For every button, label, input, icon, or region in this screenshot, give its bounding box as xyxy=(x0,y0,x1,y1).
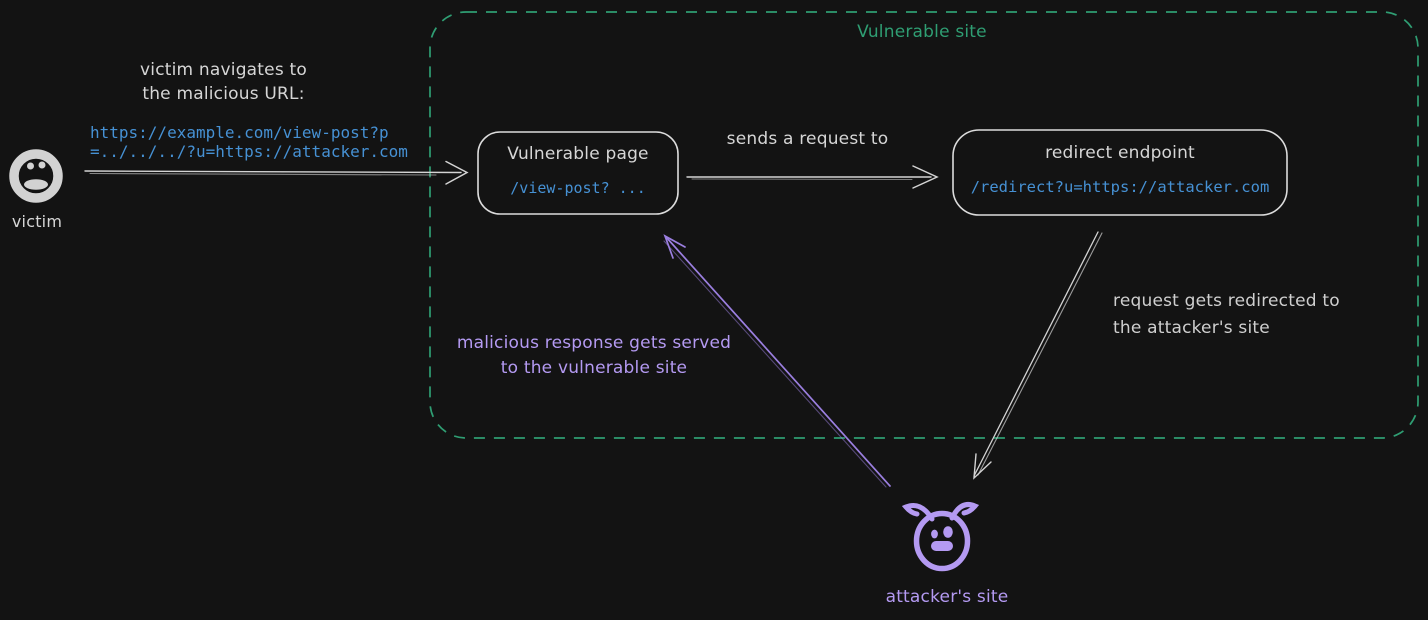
redirect-endpoint-title: redirect endpoint xyxy=(1045,143,1195,163)
redirect-endpoint-path: /redirect?u=https://attacker.com xyxy=(970,178,1270,196)
victim-icon xyxy=(9,149,63,203)
vulnerable-page-box xyxy=(477,131,679,215)
arrow-head xyxy=(663,234,686,259)
malicious-url-text: https://example.com/view-post?p =../../.… xyxy=(90,123,408,161)
arrow-victim-to-page xyxy=(84,160,469,185)
attacker-devil-icon xyxy=(901,502,980,572)
right-horn xyxy=(949,502,980,521)
arrow-attacker-to-page xyxy=(663,234,891,488)
arrow-head xyxy=(912,165,939,189)
attacker-site-label: attacker's site xyxy=(885,587,1009,607)
arrow-head xyxy=(973,453,992,480)
arrow-redirect-to-attacker xyxy=(973,231,1103,480)
redirect-endpoint-box xyxy=(952,129,1288,216)
vulnerable-site-label: Vulnerable site xyxy=(857,22,987,42)
arrow-head xyxy=(445,160,469,185)
redirect-note: request gets redirected to the attacker'… xyxy=(1113,291,1340,338)
sends-request-note: sends a request to xyxy=(726,129,889,149)
vulnerable-page-title: Vulnerable page xyxy=(507,144,649,164)
victim-navigation-note: victim navigates to the malicious URL: xyxy=(140,60,307,104)
left-horn xyxy=(901,503,935,522)
vulnerable-page-path: /view-post? ... xyxy=(510,179,646,197)
vulnerable-site-group-border xyxy=(429,11,1419,439)
arrow-page-to-redirect xyxy=(686,165,939,189)
victim-label: victim xyxy=(11,212,63,231)
malicious-response-note: malicious response gets served to the vu… xyxy=(456,333,732,378)
